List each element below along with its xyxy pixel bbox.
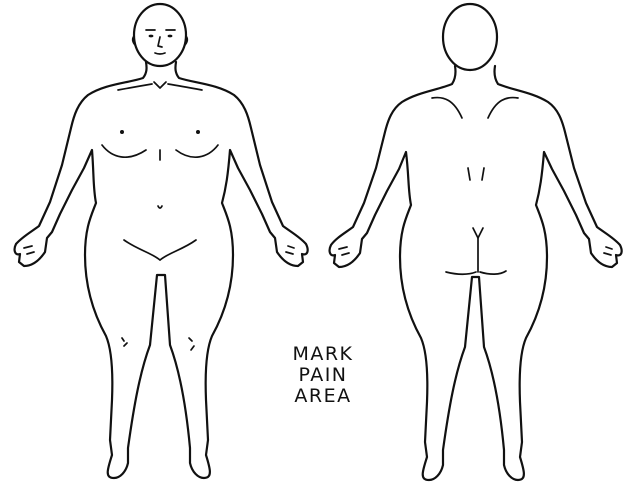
front-sternal-notch (154, 82, 166, 88)
front-right-groin-line (160, 240, 196, 260)
body-back-outline-icon[interactable] (330, 4, 622, 480)
front-right-clavicle (168, 84, 202, 90)
front-left-knee (122, 338, 127, 346)
front-mouth (155, 53, 165, 54)
caption-line-mark: MARK (268, 344, 378, 365)
front-head (134, 4, 186, 66)
back-right-shoulder-blade (488, 98, 518, 118)
front-nose (158, 37, 162, 47)
back-left-shoulder-blade (432, 98, 462, 118)
front-left-nipple (120, 130, 124, 134)
back-right-dimple (482, 168, 484, 180)
back-left-dimple (468, 168, 470, 180)
back-left-fingers (339, 247, 349, 255)
front-right-knee (189, 338, 194, 350)
mark-pain-area-caption: MARK PAIN AREA (268, 344, 378, 407)
back-spine-base (473, 228, 483, 238)
back-right-fingers (604, 247, 612, 255)
front-left-groin-line (124, 240, 160, 260)
front-right-chest-line (176, 145, 218, 157)
body-front-outline-icon[interactable] (15, 4, 308, 478)
front-body-outline (15, 62, 308, 478)
front-right-fingers (286, 246, 294, 254)
front-right-eye (168, 35, 173, 38)
back-left-gluteal-fold (446, 272, 476, 274)
front-navel (158, 206, 162, 208)
caption-line-pain: PAIN (268, 365, 378, 386)
back-right-gluteal-fold (480, 271, 506, 274)
front-left-fingers (24, 246, 34, 254)
front-left-chest-line (102, 145, 146, 157)
front-left-clavicle (118, 84, 152, 90)
caption-line-area: AREA (268, 386, 378, 407)
front-left-eye (149, 35, 154, 38)
back-head (443, 4, 497, 70)
front-right-nipple (196, 130, 200, 134)
